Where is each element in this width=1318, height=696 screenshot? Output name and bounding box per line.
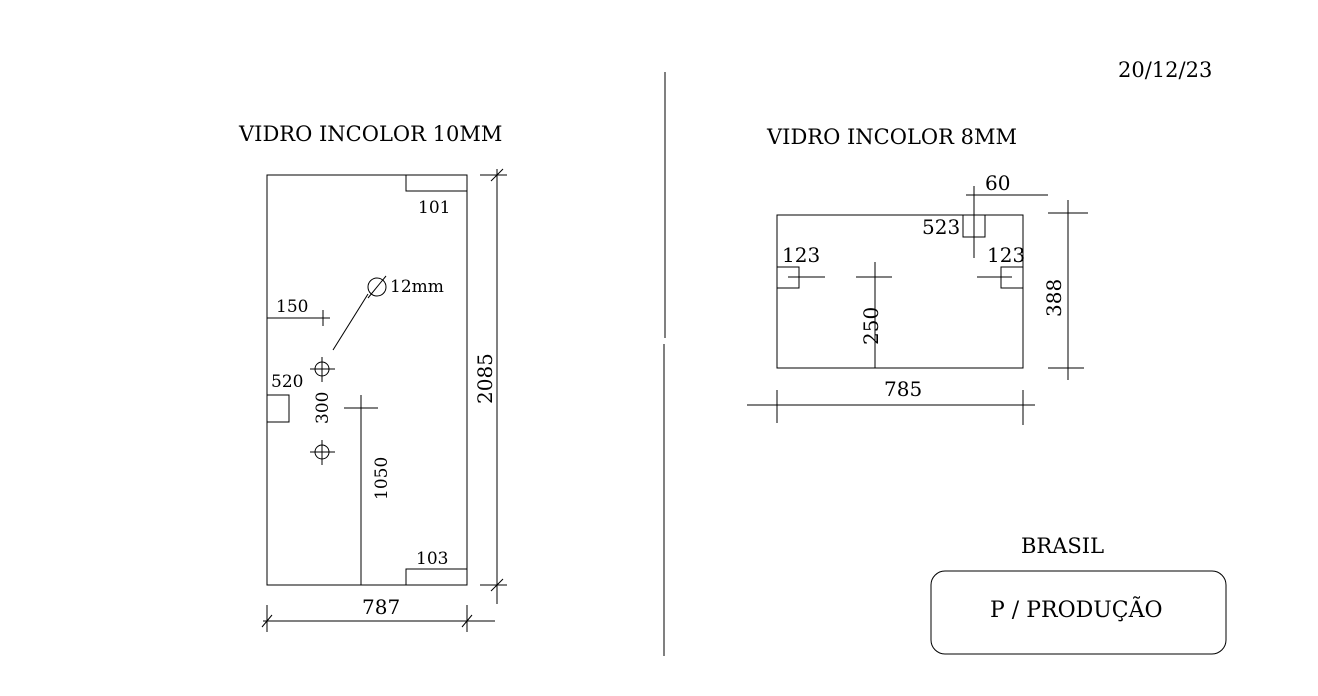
right-glass-outline — [776, 214, 1024, 369]
top-offset-label: 60 — [985, 171, 1010, 195]
side-notch-label: 520 — [271, 372, 303, 392]
brand-label: BRASIL — [1021, 534, 1104, 558]
height-dimension — [480, 168, 507, 604]
width-label: 787 — [362, 595, 400, 619]
top-offset-dimension — [966, 186, 1048, 258]
hole-lower — [310, 440, 335, 465]
hole-upper — [310, 357, 335, 382]
top-notch-label: 523 — [922, 215, 960, 239]
width-label-8mm: 785 — [884, 377, 922, 401]
width-dimension — [261, 605, 495, 632]
height-label: 2085 — [473, 353, 497, 404]
notch-bottom-label: 103 — [416, 549, 448, 569]
dim-1050-label: 1050 — [372, 457, 392, 500]
center-height-label: 250 — [859, 307, 883, 345]
width-dimension-8mm — [747, 390, 1035, 425]
notch-top-label: 101 — [418, 198, 450, 218]
offset-150-label: 150 — [276, 297, 308, 317]
production-stamp-box — [930, 570, 1227, 655]
top-notch — [405, 174, 468, 192]
left-glass-outline — [266, 174, 468, 586]
divider-line — [663, 72, 666, 656]
height-dimension-8mm — [1048, 200, 1088, 380]
left-notch-label: 123 — [782, 243, 820, 267]
production-stamp-label: P / PRODUÇÃO — [990, 595, 1163, 623]
hole-diameter-label: 12mm — [390, 277, 444, 297]
side-notch — [266, 394, 290, 423]
hole-spacing-label: 300 — [313, 392, 333, 424]
date-label: 20/12/23 — [1118, 58, 1212, 82]
hole-callout — [332, 275, 387, 351]
left-panel-title: VIDRO INCOLOR 10MM — [238, 122, 502, 146]
right-notch-label: 123 — [987, 243, 1025, 267]
left-glass-panel: VIDRO INCOLOR 10MM 101 103 150 12mm — [238, 122, 507, 632]
bottom-notch — [405, 568, 468, 586]
right-glass-panel: VIDRO INCOLOR 8MM 60 523 123 123 250 388 — [747, 125, 1088, 425]
height-label-8mm: 388 — [1042, 279, 1066, 317]
top-notch-8mm — [962, 214, 986, 238]
right-panel-title: VIDRO INCOLOR 8MM — [766, 125, 1017, 149]
